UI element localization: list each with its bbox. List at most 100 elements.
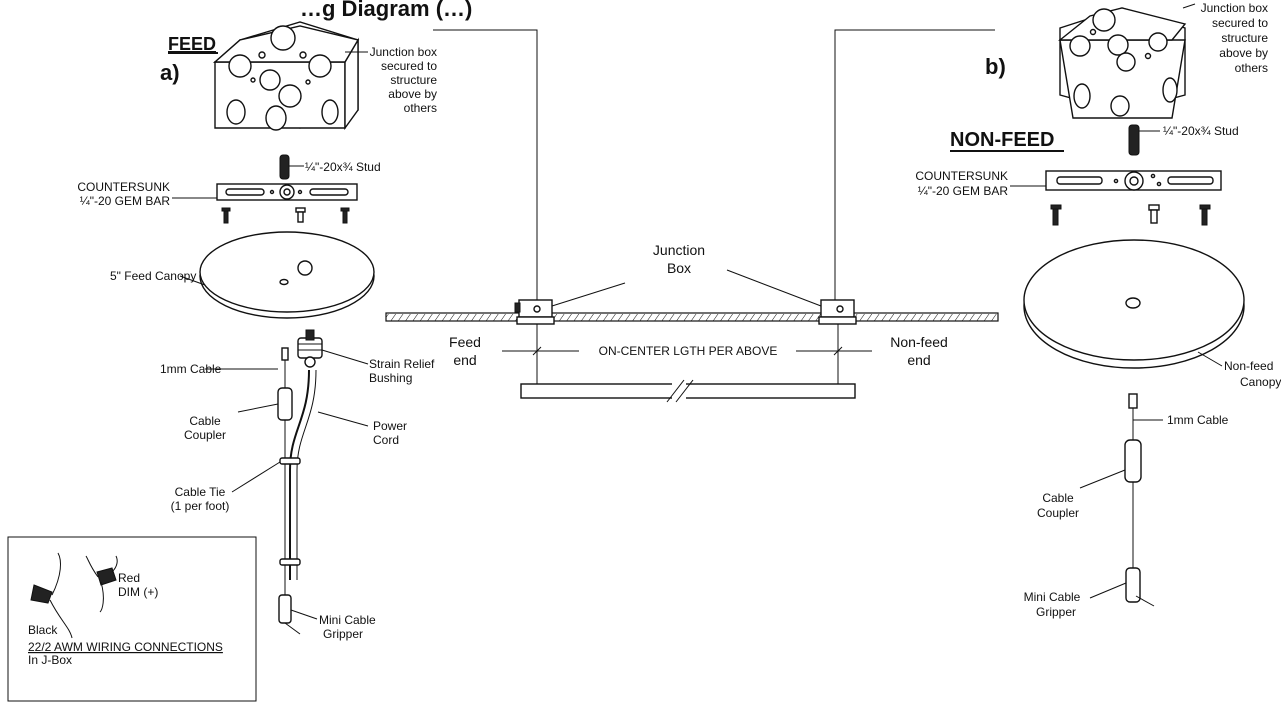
cable-top-cap-right [1128, 393, 1138, 409]
nonfeed-end-label-2: end [907, 352, 930, 368]
junction-box-mount-feed [514, 299, 555, 325]
mini-cable-gripper-right [1125, 567, 1155, 607]
wire-red-label: Red [118, 571, 140, 585]
svg-text:secured to: secured to [381, 59, 437, 73]
cable-right-label: 1mm Cable [1167, 413, 1229, 427]
wiring-subtitle: In J-Box [28, 653, 72, 667]
svg-text:structure: structure [390, 73, 437, 87]
svg-text:structure: structure [1221, 31, 1268, 45]
power-cord-label-1: Power [373, 419, 407, 433]
junction-box-mount-nonfeed [818, 299, 857, 325]
junction-box-center-label-2: Box [667, 260, 691, 276]
nonfeed-label: NON-FEED [950, 129, 1054, 151]
svg-text:others: others [1235, 61, 1268, 75]
svg-text:others: others [404, 101, 437, 115]
wiring-title: 22/2 AWM WIRING CONNECTIONS [28, 640, 223, 654]
gripper-right-2: Gripper [1036, 605, 1076, 619]
dimension-tick-right [833, 346, 843, 356]
feed-label: FEED [168, 34, 216, 54]
svg-text:Junction box: Junction box [1201, 1, 1268, 15]
countersunk-right-2: ¼"-20 GEM BAR [918, 184, 1009, 198]
gripper-right-1: Mini Cable [1024, 590, 1081, 604]
feed-end-label-2: end [453, 352, 476, 368]
nonfeed-leader-line [834, 29, 995, 300]
strain-relief-label-1: Strain Relief [369, 357, 435, 371]
strain-relief-leader [321, 349, 369, 365]
svg-text:above by: above by [1219, 46, 1268, 60]
cable-tie-1 [279, 457, 301, 465]
junction-box-center-label-1: Junction [653, 242, 705, 258]
countersunk-left-1: COUNTERSUNK [77, 180, 170, 194]
ceiling-hatch [386, 314, 998, 321]
cable-coupler-left-1: Cable [189, 414, 221, 428]
junction-box-right [1058, 7, 1187, 119]
strain-relief-label-2: Bushing [369, 371, 412, 385]
cable-top-cap-left [281, 347, 289, 361]
cable-left-label: 1mm Cable [160, 362, 222, 376]
stud-right-label: ¼"-20x¾ Stud [1163, 124, 1239, 138]
gripper-right-leader [1089, 582, 1127, 599]
gem-bar-right [1045, 170, 1222, 191]
break-symbol [666, 379, 694, 403]
stud-left-label: ¼"-20x¾ Stud [305, 160, 381, 174]
light-fixture [520, 383, 856, 399]
nonfeed-end-label-1: Non-feed [890, 334, 948, 350]
power-cord-label-2: Cord [373, 433, 399, 447]
cable-coupler-left-2: Coupler [184, 428, 226, 442]
power-cord-edge [296, 369, 317, 580]
cable-coupler-left [277, 387, 293, 421]
feed-leader-line [433, 29, 538, 300]
junction-box-left [213, 21, 360, 131]
cable-tie-label-1: Cable Tie [175, 485, 226, 499]
cable-tie-label-2: (1 per foot) [171, 499, 230, 513]
gripper-left-2: Gripper [323, 627, 363, 641]
gripper-left-leader [290, 609, 318, 620]
cable-coupler-right [1124, 439, 1142, 483]
junction-box-left-note: Junction box secured to structure above … [370, 45, 438, 115]
canopy-leader [179, 275, 206, 286]
nonfeed-canopy-leader [1197, 351, 1223, 367]
feed-canopy [199, 231, 375, 319]
gem-bar-left [216, 183, 358, 201]
gripper-left-1: Mini Cable [319, 613, 376, 627]
wire-nut-black-icon [30, 552, 73, 639]
screws-left [221, 207, 350, 224]
strain-relief-bushing [297, 329, 323, 368]
power-cord [289, 369, 310, 580]
dimension-tick-left [532, 346, 542, 356]
screws-right [1050, 204, 1211, 226]
cable-tie-leader [231, 461, 281, 493]
feed-canopy-label: 5" Feed Canopy [110, 269, 196, 283]
junction-box-right-note: Junction box secured to structure above … [1201, 1, 1269, 75]
cable-coupler-leader-left [237, 403, 279, 413]
nonfeed-canopy [1023, 239, 1245, 369]
cable-coupler-right-leader [1079, 469, 1126, 489]
countersunk-left-2: ¼"-20 GEM BAR [80, 194, 171, 208]
nonfeed-canopy-label-1: Non-feed [1224, 359, 1273, 373]
svg-text:above by: above by [388, 87, 437, 101]
dimension-label: ON-CENTER LGTH PER ABOVE [599, 344, 778, 358]
countersunk-right-1: COUNTERSUNK [915, 169, 1008, 183]
section-a-label: a) [160, 60, 180, 85]
stud-left [279, 154, 290, 180]
diagram-title: …g Diagram (…) [300, 0, 472, 21]
wire-black-label: Black [28, 623, 58, 637]
svg-text:secured to: secured to [1212, 16, 1268, 30]
cable-coupler-right-1: Cable [1042, 491, 1074, 505]
junction-box-leader-2 [726, 269, 822, 307]
junction-box-leader-1 [551, 282, 626, 307]
cable-tie-2 [279, 558, 301, 566]
power-cord-leader [317, 411, 369, 427]
mini-cable-gripper-left [278, 594, 301, 635]
wire-dim-label: DIM (+) [118, 585, 158, 599]
junction-box-right-leader [1182, 3, 1196, 9]
stud-right [1128, 124, 1140, 156]
feed-end-label-1: Feed [449, 334, 481, 350]
section-b-label: b) [985, 54, 1006, 79]
nonfeed-canopy-label-2: Canopy [1240, 375, 1281, 389]
wiring-connections-box [7, 536, 257, 702]
svg-text:Junction box: Junction box [370, 45, 437, 59]
cable-coupler-right-2: Coupler [1037, 506, 1079, 520]
